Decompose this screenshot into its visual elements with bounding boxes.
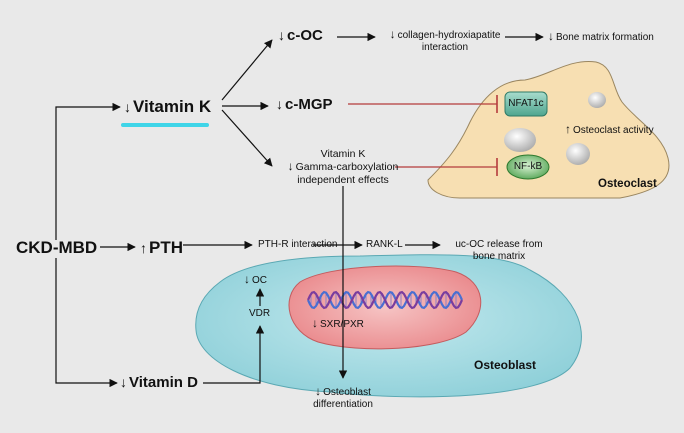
label-osteoblast-differentiation: ↓Osteoblast differentiation <box>293 384 393 410</box>
label-pthr-interaction: PTH-R interaction <box>258 239 338 250</box>
label-collagen: ↓collagen-hydroxiapatite interaction <box>380 27 510 53</box>
dna-helix <box>307 290 463 310</box>
osteoclast-cell <box>427 60 670 199</box>
label-c-oc: ↓c-OC <box>278 27 323 44</box>
pth-text: PTH <box>149 238 183 257</box>
c-mgp-text: c-MGP <box>285 96 333 113</box>
down-arrow-icon: ↓ <box>287 159 294 174</box>
c-oc-text: c-OC <box>287 27 323 44</box>
label-rankl: RANK-L <box>366 239 403 250</box>
connector-ckd-to-vitamin-d <box>55 258 118 388</box>
gamma-line-3: independent effects <box>297 173 389 186</box>
collagen-line-1: ↓collagen-hydroxiapatite <box>389 27 501 41</box>
up-arrow-icon: ↑ <box>565 122 571 136</box>
nfkb-ellipse <box>506 154 550 180</box>
label-ucoc-release: uc-OC release from bone matrix <box>444 239 554 262</box>
label-nfat1c: NFAT1c <box>508 98 544 109</box>
down-arrow-icon: ↓ <box>548 29 554 43</box>
label-vdr: VDR <box>249 308 271 319</box>
down-arrow-icon: ↓ <box>244 272 250 286</box>
vesicle <box>588 92 606 108</box>
diff-line-1: ↓Osteoblast <box>315 384 371 398</box>
label-oc: ↓OC <box>244 272 267 286</box>
connector-vitd-to-vdr <box>203 325 265 384</box>
label-nfkb: NF-kB <box>513 161 543 172</box>
vesicle <box>566 143 590 165</box>
vitamin-k-text: Vitamin K <box>133 97 212 116</box>
label-c-mgp: ↓c-MGP <box>276 96 333 113</box>
connector-ckd-to-vitamin-k <box>55 102 121 240</box>
arrow-vitk-to-gamma <box>221 109 273 167</box>
gamma-line-2: ↓Gamma-carboxylation <box>287 159 399 174</box>
up-arrow-icon: ↑ <box>140 240 147 256</box>
ucoc-line-1: uc-OC release from <box>455 239 543 250</box>
osteoblast-nucleus <box>288 265 482 350</box>
down-arrow-icon: ↓ <box>278 27 285 43</box>
vesicle <box>504 128 536 152</box>
label-osteoclast: Osteoclast <box>598 178 657 190</box>
diff-line-2: differentiation <box>313 398 373 410</box>
label-vitamin-d: ↓Vitamin D <box>120 374 198 391</box>
label-gamma-carboxylation: Vitamin K ↓Gamma-carboxylation independe… <box>278 148 408 186</box>
down-arrow-icon: ↓ <box>312 316 318 330</box>
label-ckd-mbd: CKD-MBD <box>16 238 98 257</box>
label-osteoblast: Osteoblast <box>474 358 537 372</box>
label-sxr-pxr: ↓SXR/PXR <box>312 316 364 330</box>
ucoc-line-2: bone matrix <box>472 250 526 262</box>
label-pth: ↑PTH <box>140 238 183 258</box>
label-bone-matrix: ↓Bone matrix formation <box>548 29 654 43</box>
down-arrow-icon: ↓ <box>389 27 396 41</box>
dna-strand <box>307 290 463 310</box>
label-osteoclast-activity: ↑Osteoclast activity <box>565 122 654 136</box>
arrow-vitk-to-coc <box>221 39 273 101</box>
down-arrow-icon: ↓ <box>120 374 127 390</box>
down-arrow-icon: ↓ <box>124 99 131 115</box>
collagen-line-2: interaction <box>421 41 469 53</box>
vitamin-d-text: Vitamin D <box>129 374 198 391</box>
down-arrow-icon: ↓ <box>315 384 322 398</box>
label-vitamin-k: ↓Vitamin K <box>124 97 211 117</box>
nfat1c-box <box>504 91 548 117</box>
down-arrow-icon: ↓ <box>276 96 283 112</box>
gamma-line-1: Vitamin K <box>320 148 366 160</box>
